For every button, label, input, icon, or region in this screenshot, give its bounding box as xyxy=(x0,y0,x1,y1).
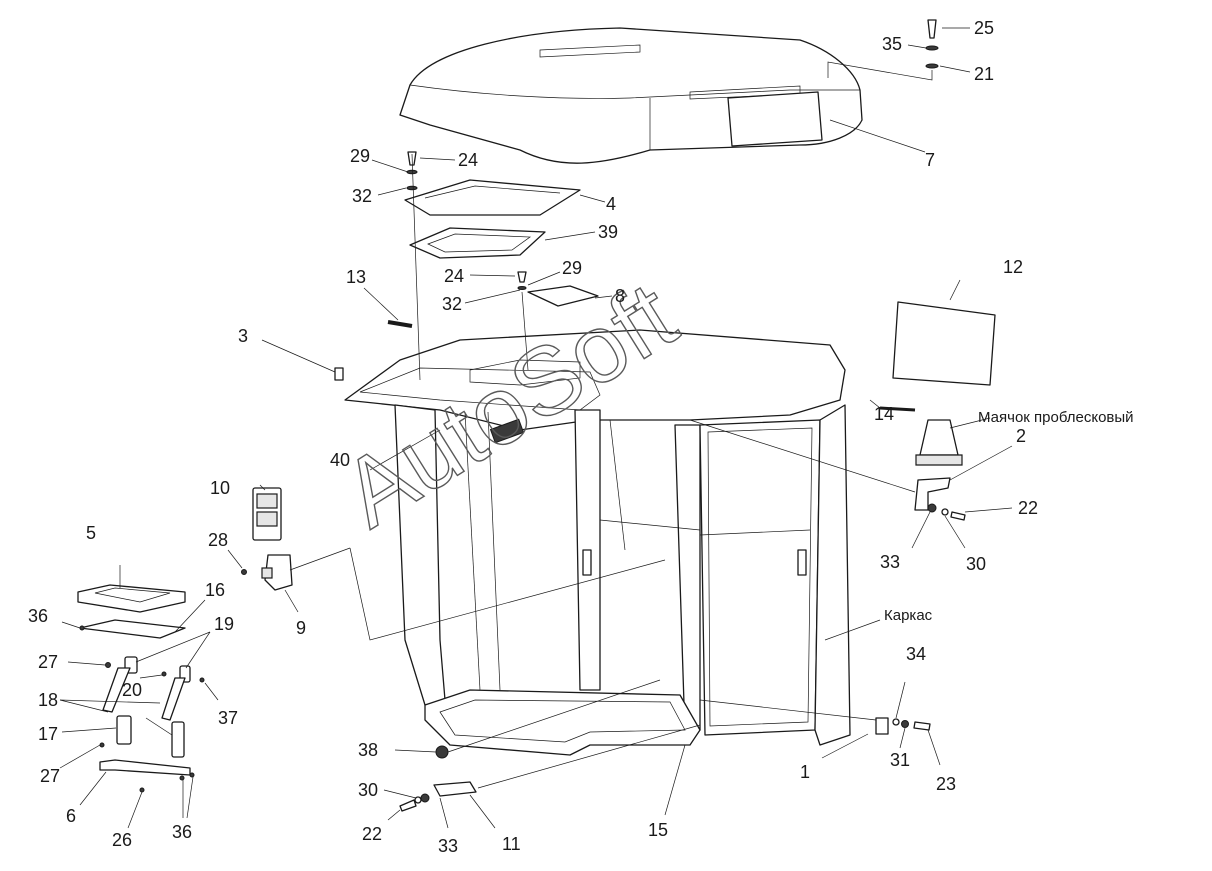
callout-17: 17 xyxy=(38,724,58,744)
callout-labels: 25 35 21 7 29 24 32 4 39 13 24 29 32 8 1… xyxy=(28,18,1134,856)
switch-bracket xyxy=(261,554,293,591)
callout-35: 35 xyxy=(882,34,902,54)
callout-39: 39 xyxy=(598,222,618,242)
plug-38 xyxy=(435,745,449,759)
callout-6: 6 xyxy=(66,806,76,826)
callout-1: 1 xyxy=(800,762,810,782)
callout-11: 11 xyxy=(502,834,521,854)
washer-33-right xyxy=(927,503,937,513)
callout-2: 2 xyxy=(1016,426,1026,446)
screw-36-top xyxy=(79,625,85,631)
callout-33-right: 33 xyxy=(880,552,900,572)
callout-36-top: 36 xyxy=(28,606,48,626)
visor-plate xyxy=(79,619,186,639)
washer-34 xyxy=(892,718,900,726)
callout-29-mid: 29 xyxy=(562,258,582,278)
callout-28: 28 xyxy=(208,530,228,550)
callout-16: 16 xyxy=(205,580,225,600)
fasteners-cover xyxy=(517,271,527,290)
callout-24-top: 24 xyxy=(458,150,478,170)
bracket-1 xyxy=(875,717,889,735)
switch-panel xyxy=(252,487,282,541)
callout-38: 38 xyxy=(358,740,378,760)
rod-14 xyxy=(879,406,916,412)
access-cover xyxy=(527,285,599,307)
callout-12: 12 xyxy=(1003,257,1023,277)
bolt-22-bottom xyxy=(399,799,417,812)
callout-19: 19 xyxy=(214,614,234,634)
visor-bracket-assembly xyxy=(99,656,205,793)
callout-21: 21 xyxy=(974,64,994,84)
callout-22-right: 22 xyxy=(1018,498,1038,518)
washer-31 xyxy=(901,720,909,728)
label-frame: Каркас xyxy=(884,607,933,624)
callout-32-mid: 32 xyxy=(442,294,462,314)
callout-30-bottom: 30 xyxy=(358,780,378,800)
washer-33-bottom xyxy=(420,793,430,803)
callout-5: 5 xyxy=(86,523,96,543)
callout-30-right: 30 xyxy=(966,554,986,574)
callout-15: 15 xyxy=(648,820,668,840)
plate-11 xyxy=(433,781,477,797)
roof-panel xyxy=(399,27,863,164)
hatch-seal xyxy=(409,227,546,259)
callout-4: 4 xyxy=(606,194,616,214)
bolt-23 xyxy=(913,721,931,731)
screw-28 xyxy=(241,569,247,575)
callout-26: 26 xyxy=(112,830,132,850)
sun-visor-box xyxy=(77,584,186,613)
leader-lines xyxy=(59,27,1013,829)
callout-36-bottom: 36 xyxy=(172,822,192,842)
bolt-22-right xyxy=(950,511,966,521)
callout-32-top: 32 xyxy=(352,186,372,206)
beacon-bracket xyxy=(914,477,951,511)
callout-31: 31 xyxy=(890,750,910,770)
callout-7: 7 xyxy=(925,150,935,170)
callout-40: 40 xyxy=(330,450,350,470)
rod-13 xyxy=(387,320,413,328)
callout-27-top: 27 xyxy=(38,652,58,672)
callout-22-bottom: 22 xyxy=(362,824,382,844)
callout-13: 13 xyxy=(346,267,366,287)
callout-37: 37 xyxy=(218,708,238,728)
callout-23: 23 xyxy=(936,774,956,794)
rear-glass-panel xyxy=(892,301,996,386)
callout-18: 18 xyxy=(38,690,58,710)
roof-hatch xyxy=(404,179,581,216)
label-beacon: Маячок проблесковый xyxy=(978,409,1134,426)
callout-34: 34 xyxy=(906,644,926,664)
callout-25: 25 xyxy=(974,18,994,38)
callout-3: 3 xyxy=(238,326,248,346)
beacon-light xyxy=(915,419,963,466)
callout-9: 9 xyxy=(296,618,306,638)
callout-29-top: 29 xyxy=(350,146,370,166)
callout-33-bottom: 33 xyxy=(438,836,458,856)
callout-20: 20 xyxy=(122,680,142,700)
callout-27-bottom: 27 xyxy=(40,766,60,786)
callout-24-mid: 24 xyxy=(444,266,464,286)
fasteners-top-right xyxy=(925,19,939,69)
callout-14: 14 xyxy=(874,404,894,424)
callout-8: 8 xyxy=(615,286,625,306)
washer-30-right xyxy=(941,508,949,516)
cab-frame xyxy=(344,329,851,756)
callout-10: 10 xyxy=(210,478,230,498)
washer-30-bottom xyxy=(414,796,422,804)
